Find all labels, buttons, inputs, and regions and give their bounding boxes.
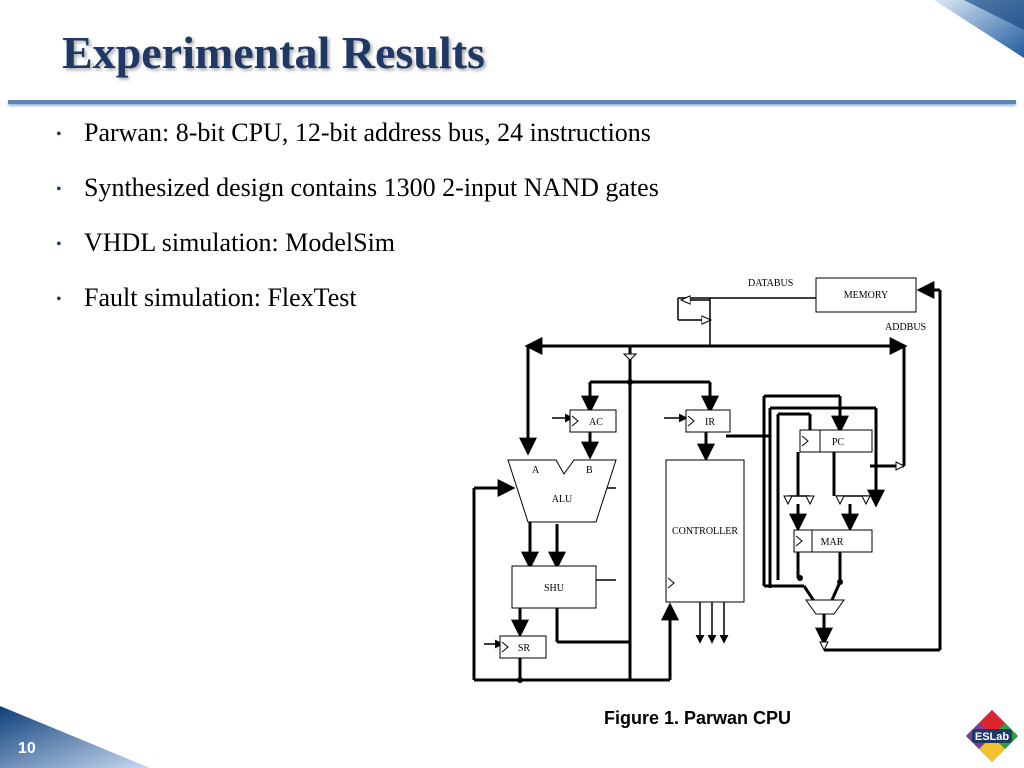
addbus-label: ADDBUS	[885, 322, 926, 333]
bullet-text: VHDL simulation: ModelSim	[84, 228, 396, 257]
alu-input-b-label: B	[586, 465, 593, 476]
tristate-2	[805, 495, 815, 506]
pc-register	[799, 429, 873, 453]
bullet-item: • VHDL simulation: ModelSim	[56, 228, 659, 283]
corner-decoration-top-right	[934, 0, 1024, 58]
bullet-text: Fault simulation: FlexTest	[84, 283, 357, 312]
sr-label: SR	[518, 643, 531, 654]
bullet-marker: •	[56, 236, 62, 253]
junction-dot	[797, 575, 803, 581]
address-mux	[805, 599, 845, 615]
shu-block	[511, 565, 597, 609]
pc-label: PC	[832, 437, 845, 448]
ir-register	[685, 409, 731, 433]
logo-text: ESLab	[975, 731, 1010, 743]
controller-label: CONTROLLER	[672, 526, 738, 537]
bullet-list: • Parwan: 8-bit CPU, 12-bit address bus, …	[56, 118, 659, 338]
memory-block	[815, 277, 917, 313]
bullet-marker: •	[56, 181, 62, 198]
bus-tristate	[622, 353, 638, 361]
corner-decoration-bottom-left	[0, 706, 150, 768]
mar-register	[793, 529, 873, 553]
title-underline	[8, 100, 1016, 104]
tristate-1	[783, 495, 793, 506]
tristate-3	[835, 495, 845, 506]
junction-dot	[517, 677, 523, 683]
bullet-item: • Parwan: 8-bit CPU, 12-bit address bus, …	[56, 118, 659, 173]
bullet-item: • Synthesized design contains 1300 2-inpu…	[56, 173, 659, 228]
parwan-cpu-diagram: MEMORY DATABUS ADDBUS AC IR PC A B ALU C…	[472, 277, 942, 683]
tristate-4	[861, 495, 871, 506]
junction-dot	[837, 579, 843, 585]
alu-block	[507, 459, 617, 523]
tristate-5	[819, 641, 829, 652]
tristate-6	[895, 461, 906, 471]
ac-register	[569, 409, 617, 433]
shu-label: SHU	[544, 583, 565, 594]
bullet-item: • Fault simulation: FlexTest	[56, 283, 659, 338]
eslab-logo: ESLab	[966, 710, 1018, 762]
bullet-marker: •	[56, 126, 62, 143]
alu-label: ALU	[552, 494, 573, 505]
memory-label: MEMORY	[844, 290, 888, 301]
mar-label: MAR	[821, 537, 844, 548]
bullet-marker: •	[56, 291, 62, 308]
mux-in-right	[830, 581, 842, 601]
page-number: 10	[18, 740, 36, 757]
controller-block	[665, 459, 745, 603]
slide-title: Experimental Results	[62, 27, 485, 78]
ac-label: AC	[589, 417, 603, 428]
databus-label: DATABUS	[748, 278, 793, 289]
junction-dot	[627, 379, 633, 385]
figure-caption: Figure 1. Parwan CPU	[604, 708, 792, 728]
sr-register	[499, 635, 547, 659]
bullet-text: Synthesized design contains 1300 2-input…	[84, 173, 659, 202]
ir-label: IR	[705, 417, 715, 428]
bullet-text: Parwan: 8-bit CPU, 12-bit address bus, 2…	[84, 118, 651, 147]
alu-input-a-label: A	[532, 465, 540, 476]
